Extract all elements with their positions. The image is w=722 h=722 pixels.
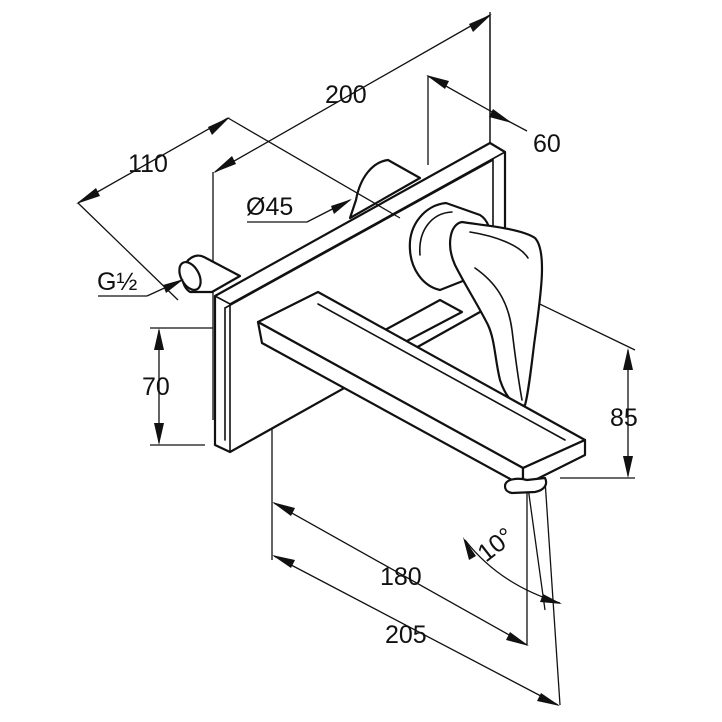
dim-200 <box>213 14 492 173</box>
dim-70 <box>154 328 164 445</box>
label-110: 110 <box>128 150 168 178</box>
dim-angle <box>463 537 562 604</box>
dim-diameter <box>247 199 352 223</box>
label-angle: 10° <box>472 522 519 567</box>
aerator <box>503 476 548 495</box>
dim-thread <box>98 279 184 297</box>
label-85: 85 <box>610 404 638 432</box>
cylinder-shape <box>348 158 422 220</box>
label-thread: G½ <box>97 268 137 296</box>
lever-side-curve <box>474 267 523 401</box>
spout <box>256 290 587 495</box>
dim-110 <box>76 117 401 219</box>
dim-85 <box>623 348 633 478</box>
label-diameter: Ø45 <box>246 193 293 221</box>
label-70: 70 <box>142 373 170 401</box>
label-205: 205 <box>385 621 427 649</box>
lever-handle <box>408 201 544 408</box>
handle-base-ring <box>419 211 453 256</box>
label-60: 60 <box>533 130 561 158</box>
label-200: 200 <box>325 81 367 109</box>
dim-180 <box>272 502 529 646</box>
body-cylinder <box>348 158 422 220</box>
spout-highlight <box>317 303 566 441</box>
lever-top-curve <box>469 231 529 259</box>
dim-60 <box>426 75 528 132</box>
dim-205 <box>272 555 560 706</box>
label-180: 180 <box>380 563 422 591</box>
